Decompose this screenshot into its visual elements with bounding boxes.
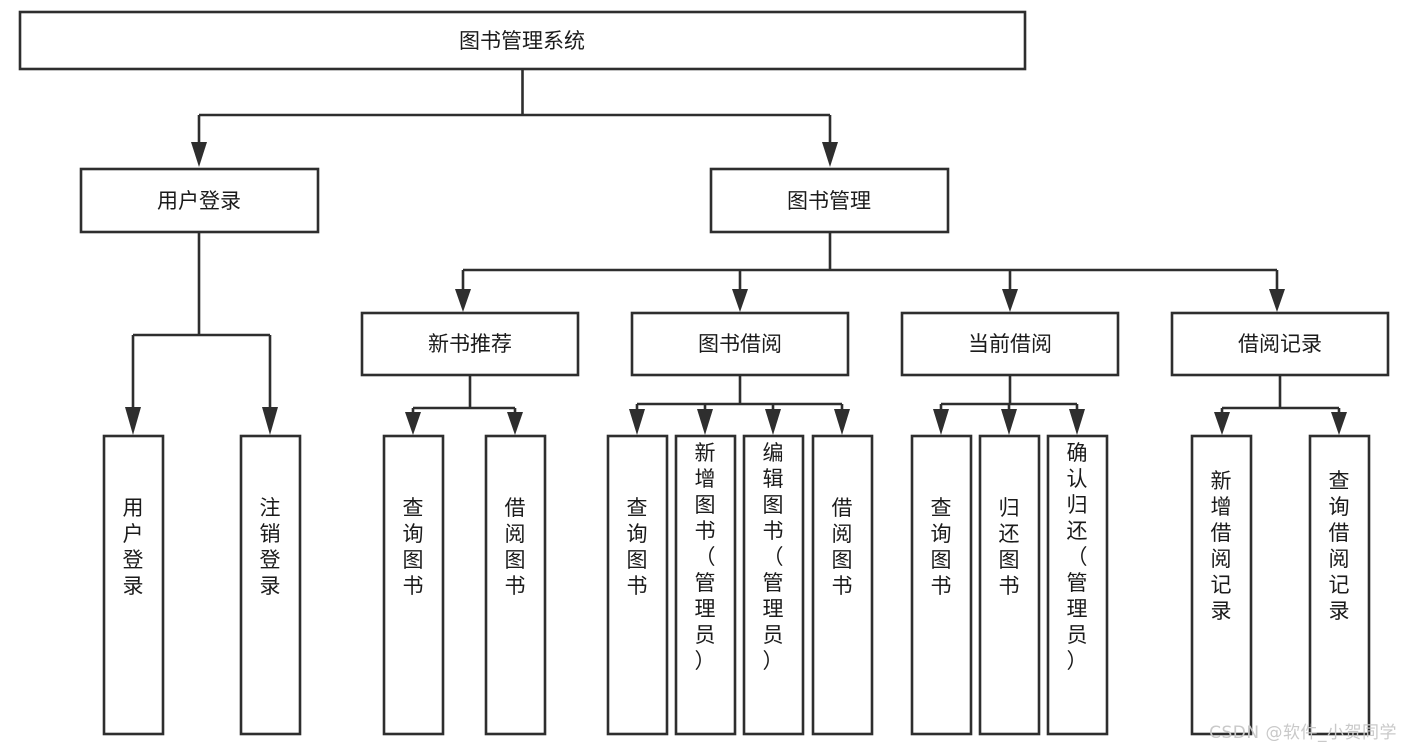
leaf-add-book[interactable]: 新增图书（管理员） <box>674 434 737 736</box>
leaf-borrow-book-2[interactable]: 借阅图书 <box>811 434 874 736</box>
leaf-query-book-1-box[interactable] <box>382 434 445 736</box>
node-current-borrow-label: 当前借阅 <box>968 332 1052 356</box>
connector-user-login-to-leaves <box>125 232 278 435</box>
arrow-head-leaf-query-book-2 <box>629 409 645 435</box>
leaf-query-book-3-box[interactable] <box>910 434 973 736</box>
arrow-head-leaf-query-book-1 <box>405 412 421 435</box>
leaf-return-book-box[interactable] <box>978 434 1041 736</box>
node-root-box[interactable] <box>18 10 1027 71</box>
connector-root-to-level2 <box>191 69 838 167</box>
leaf-query-book-2-label: 查询图书 <box>627 496 648 598</box>
leaf-edit-book-box[interactable] <box>742 434 805 736</box>
leaf-query-book-2[interactable]: 查询图书 <box>606 434 669 736</box>
leaf-user-login-box[interactable] <box>102 434 165 736</box>
arrow-head-borrow-record <box>1269 289 1285 312</box>
arrow-head-leaf-borrow-book-1 <box>507 412 523 435</box>
node-user-login-box[interactable] <box>79 167 320 234</box>
leaf-borrow-book-1[interactable]: 借阅图书 <box>484 434 547 736</box>
node-book-borrow-box[interactable] <box>630 311 850 377</box>
arrow-head-leaf-add-record <box>1214 412 1230 435</box>
arrow-head-user-login <box>191 142 207 167</box>
leaf-add-book-label: 新增图书（管理员） <box>695 441 716 673</box>
leaf-confirm-return[interactable]: 确认归还（管理员） <box>1046 434 1109 736</box>
node-user-login-label: 用户登录 <box>157 189 241 213</box>
node-book-management-label: 图书管理 <box>787 189 871 213</box>
csdn-watermark: CSDN @软件_小贺同学 <box>1209 723 1397 743</box>
leaf-confirm-return-box[interactable] <box>1046 434 1109 736</box>
leaf-user-logout-label: 注销登录 <box>260 496 281 598</box>
node-new-book-recommend[interactable]: 新书推荐 <box>360 311 580 377</box>
leaf-query-book-1[interactable]: 查询图书 <box>382 434 445 736</box>
node-current-borrow-box[interactable] <box>900 311 1120 377</box>
node-root[interactable]: 图书管理系统 <box>18 10 1027 71</box>
node-user-login[interactable]: 用户登录 <box>79 167 320 234</box>
leaf-borrow-book-2-label: 借阅图书 <box>832 496 853 598</box>
node-borrow-record[interactable]: 借阅记录 <box>1170 311 1390 377</box>
node-borrow-record-box[interactable] <box>1170 311 1390 377</box>
arrow-head-leaf-add-book <box>697 409 713 435</box>
arrow-head-leaf-user-logout <box>262 407 278 435</box>
arrow-head-new-book-recommend <box>455 289 471 312</box>
node-current-borrow[interactable]: 当前借阅 <box>900 311 1120 377</box>
node-book-borrow-label: 图书借阅 <box>698 332 782 356</box>
connector-current-borrow-to-leaves <box>933 375 1085 435</box>
arrow-head-book-management <box>822 142 838 167</box>
node-new-book-recommend-label: 新书推荐 <box>428 332 512 356</box>
leaf-confirm-return-label: 确认归还（管理员） <box>1067 441 1088 673</box>
connector-borrow-record-to-leaves <box>1214 375 1347 435</box>
leaf-borrow-book-1-label: 借阅图书 <box>505 496 526 598</box>
connector-new-book-recommend-to-leaves <box>405 375 523 435</box>
leaf-user-logout[interactable]: 注销登录 <box>239 434 302 736</box>
arrow-head-leaf-edit-book <box>765 409 781 435</box>
leaf-add-record[interactable]: 新增借阅记录 <box>1190 434 1253 736</box>
leaf-return-book[interactable]: 归还图书 <box>978 434 1041 736</box>
node-book-management-box[interactable] <box>709 167 950 234</box>
node-root-label: 图书管理系统 <box>459 29 585 53</box>
leaf-return-book-label: 归还图书 <box>999 496 1020 598</box>
leaf-query-book-3-label: 查询图书 <box>931 496 952 598</box>
node-book-management[interactable]: 图书管理 <box>709 167 950 234</box>
leaf-user-login-label: 用户登录 <box>123 496 144 598</box>
leaf-borrow-book-2-box[interactable] <box>811 434 874 736</box>
arrow-head-leaf-return-book <box>1001 409 1017 435</box>
arrow-head-leaf-query-book-3 <box>933 409 949 435</box>
leaf-edit-book[interactable]: 编辑图书（管理员） <box>742 434 805 736</box>
leaf-query-record[interactable]: 查询借阅记录 <box>1308 434 1371 736</box>
leaf-query-record-box[interactable] <box>1308 434 1371 736</box>
leaf-add-record-box[interactable] <box>1190 434 1253 736</box>
arrow-head-leaf-borrow-book-2 <box>834 409 850 435</box>
leaf-query-record-label: 查询借阅记录 <box>1329 469 1350 623</box>
leaf-query-book-3[interactable]: 查询图书 <box>910 434 973 736</box>
node-new-book-recommend-box[interactable] <box>360 311 580 377</box>
leaf-user-login[interactable]: 用户登录 <box>102 434 165 736</box>
arrow-head-leaf-query-record <box>1331 412 1347 435</box>
leaf-user-logout-box[interactable] <box>239 434 302 736</box>
leaf-edit-book-label: 编辑图书（管理员） <box>763 441 784 673</box>
node-borrow-record-label: 借阅记录 <box>1238 332 1322 356</box>
arrow-head-current-borrow <box>1002 289 1018 312</box>
connector-book-borrow-to-leaves <box>629 375 850 435</box>
arrow-head-leaf-user-login <box>125 407 141 435</box>
connector-book-management-to-level3 <box>455 232 1285 312</box>
arrow-head-leaf-confirm-return <box>1069 409 1085 435</box>
leaf-add-book-box[interactable] <box>674 434 737 736</box>
leaf-borrow-book-1-box[interactable] <box>484 434 547 736</box>
leaf-add-record-label: 新增借阅记录 <box>1211 469 1232 623</box>
node-book-borrow[interactable]: 图书借阅 <box>630 311 850 377</box>
leaf-query-book-1-label: 查询图书 <box>403 496 424 598</box>
arrow-head-book-borrow <box>732 289 748 312</box>
leaf-query-book-2-box[interactable] <box>606 434 669 736</box>
